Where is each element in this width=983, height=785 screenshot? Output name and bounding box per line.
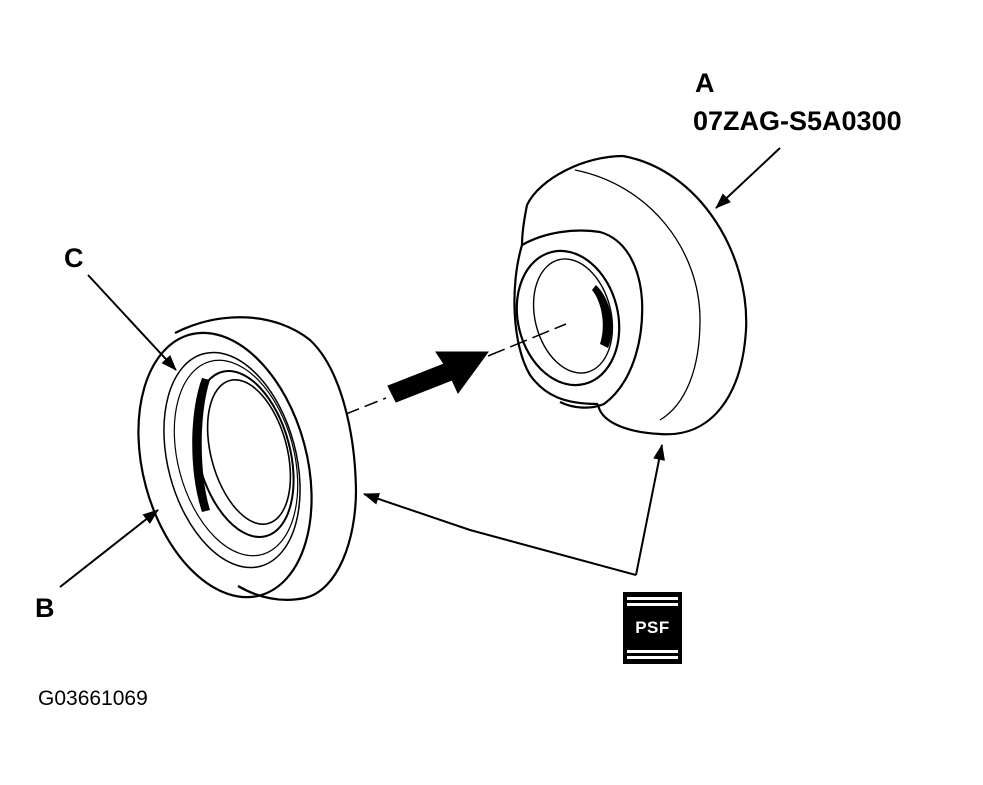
leader-c bbox=[87, 274, 177, 371]
label-b: B bbox=[35, 593, 55, 623]
tool-body-outline bbox=[521, 229, 644, 409]
seal-outer-face bbox=[137, 331, 313, 599]
psf-badge: PSF bbox=[623, 592, 682, 664]
tool-bore-inner bbox=[532, 258, 614, 374]
seal-outer-back bbox=[174, 316, 358, 601]
label-part-number: 07ZAG-S5A0300 bbox=[693, 106, 902, 136]
tool-body-left bbox=[513, 244, 599, 406]
psf-badge-text: PSF bbox=[635, 618, 670, 637]
center-axis-left bbox=[345, 397, 387, 415]
oil-seal-b bbox=[137, 316, 358, 601]
tool-bore-rim bbox=[515, 249, 621, 387]
install-direction-arrow bbox=[387, 351, 489, 403]
leader-a bbox=[715, 147, 781, 209]
center-axis-right bbox=[487, 323, 567, 357]
tool-flange-inner-ring bbox=[574, 169, 701, 421]
tool-flange-outer bbox=[596, 154, 748, 436]
seal-ring-3 bbox=[173, 359, 299, 557]
label-c: C bbox=[64, 243, 84, 273]
badge-band bbox=[627, 650, 678, 653]
leader-b bbox=[59, 509, 159, 588]
badge-band bbox=[627, 597, 678, 600]
seal-lip-shade bbox=[192, 378, 210, 512]
label-a: A bbox=[695, 68, 715, 98]
badge-band bbox=[627, 656, 678, 659]
tool-bore-shadow bbox=[592, 285, 612, 348]
seal-ring-2 bbox=[163, 351, 301, 569]
seal-driver-tool-a bbox=[513, 154, 748, 436]
tool-flange-top bbox=[520, 154, 624, 246]
psf-leader-to-seal bbox=[363, 493, 637, 576]
seal-bore bbox=[206, 379, 292, 525]
psf-leader-to-tool bbox=[635, 444, 665, 576]
badge-band bbox=[627, 603, 678, 606]
figure-id: G03661069 bbox=[38, 687, 148, 710]
